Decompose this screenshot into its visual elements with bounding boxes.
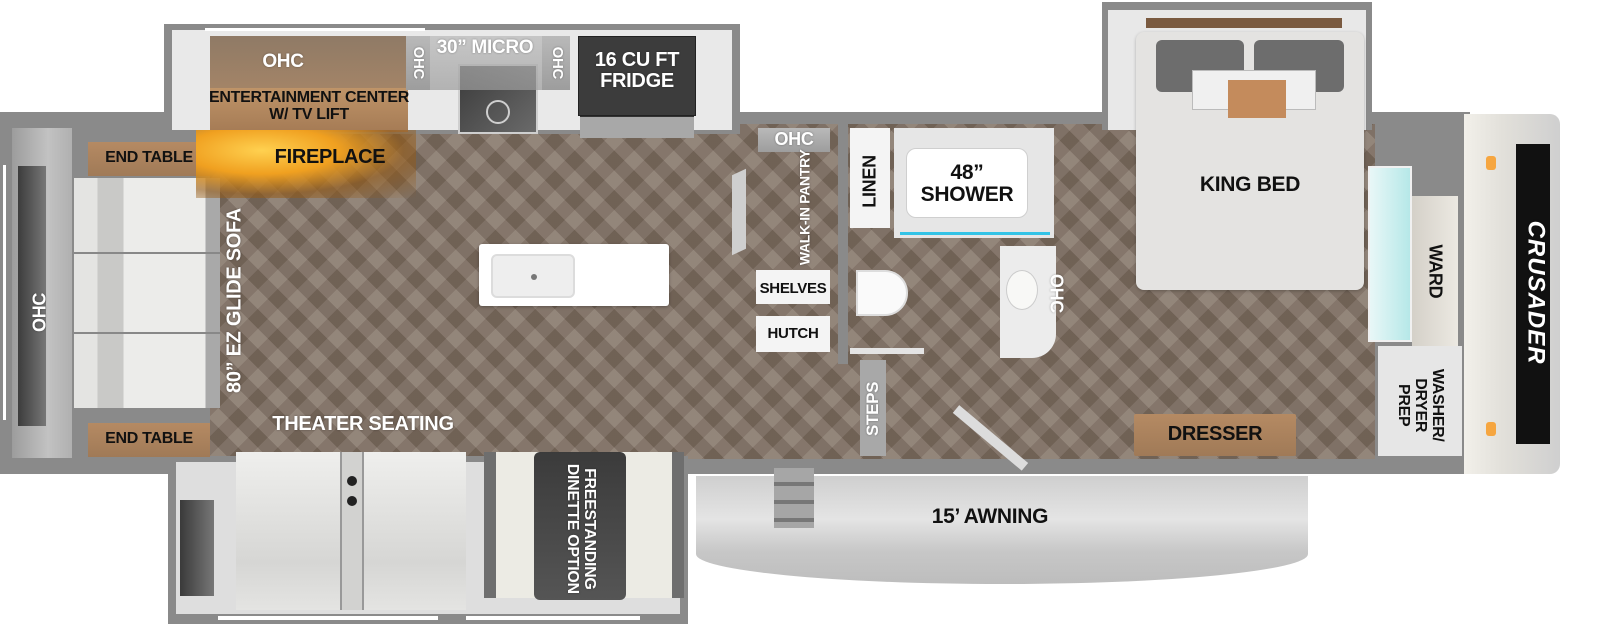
shower-pan [906, 148, 1028, 218]
linen-cabinet [850, 128, 890, 228]
lavatory-sink-icon [1006, 270, 1038, 310]
rear-ohc-label: OHC [29, 292, 50, 333]
cupholder-icon [347, 476, 357, 486]
end-table-top [88, 142, 210, 176]
rear-window-trim [3, 165, 6, 420]
end-table-top-label: END TABLE [105, 149, 193, 166]
window-kitchen [205, 28, 425, 31]
bath-door [850, 348, 924, 354]
shower-door [900, 232, 1050, 235]
theater-window [180, 500, 214, 596]
pantry-door [732, 168, 746, 256]
shelves [756, 270, 830, 304]
bath-ohc-label: OHC [1046, 273, 1067, 313]
shower-label: 48” SHOWER [920, 161, 1014, 207]
marker-light-icon [1486, 156, 1496, 170]
end-table-bottom [88, 423, 210, 457]
ohc-left-of-micro [406, 36, 430, 90]
steps-strip [860, 360, 886, 456]
midsection-ohc-label: OHC [774, 129, 814, 149]
microwave-label: 30” MICRO [436, 37, 534, 58]
drain-icon [531, 274, 537, 280]
wardrobe [1412, 196, 1458, 346]
ohc-right-of-micro-label: OHC [548, 46, 566, 80]
front-cap [1464, 114, 1560, 474]
dresser [1134, 414, 1296, 456]
burner-icon [486, 100, 510, 124]
linen-label: LINEN [859, 155, 880, 208]
theater-seating-label: THEATER SEATING [272, 413, 454, 435]
wardrobe-label: WARD [1425, 244, 1446, 299]
kitchen-island [479, 244, 669, 306]
rear-ohc-cabinet: OHC [12, 128, 72, 458]
dresser-label: DRESSER [1167, 423, 1263, 445]
washer-dryer-prep [1378, 346, 1462, 456]
ohc-main-label: OHC [262, 51, 304, 72]
bath-wall [838, 124, 848, 364]
shelves-label: SHELVES [759, 280, 827, 297]
headboard [1146, 18, 1342, 28]
fridge [578, 36, 696, 116]
king-bed-label: KING BED [1199, 173, 1301, 196]
end-table-bottom-label: END TABLE [105, 430, 193, 447]
ohc-main-cabinet [210, 36, 406, 88]
sink-icon [491, 254, 575, 298]
hutch [756, 316, 830, 352]
pantry-label: WALK-IN PANTRY [796, 149, 813, 266]
entertainment-center [210, 88, 408, 132]
fridge-label: 16 CU FT FRIDGE [594, 49, 680, 92]
logo-panel [1516, 144, 1550, 444]
theater-seating [236, 452, 466, 610]
wardrobe-doors [1368, 166, 1412, 342]
entry-steps-icon [774, 468, 814, 528]
marker-light-icon [1486, 422, 1496, 436]
king-bed [1136, 32, 1364, 290]
steps-label: STEPS [863, 381, 883, 437]
fireplace-glow [196, 130, 416, 198]
entertainment-center-label: ENTERTAINMENT CENTER W/ TV LIFT [209, 89, 409, 123]
washer-dryer-label: WASHER/ DRYER PREP [1395, 368, 1447, 442]
ez-glide-sofa [74, 178, 220, 408]
hutch-label: HUTCH [767, 325, 819, 342]
accent-pillow-icon [1228, 80, 1286, 118]
toilet [856, 270, 908, 316]
console [340, 452, 364, 610]
sofa-seam [74, 332, 220, 334]
crusader-logo: CRUSADER [1522, 220, 1550, 365]
ohc-right-of-micro [542, 36, 570, 90]
fireplace-label: FIREPLACE [274, 146, 386, 168]
sofa-label: 80” EZ GLIDE SOFA [223, 208, 246, 393]
window-theater [218, 616, 438, 620]
cupholder-icon [347, 496, 357, 506]
microwave [430, 36, 542, 90]
sofa-seam [74, 252, 220, 254]
fridge-doors [580, 116, 694, 138]
shower-stall [894, 128, 1054, 238]
midsection-ohc [758, 128, 830, 152]
dinette-table [534, 452, 626, 600]
window-dinette [466, 616, 640, 620]
dinette-label: FREESTANDING DINETTE OPTION [564, 463, 598, 594]
rear-window [18, 166, 46, 426]
awning-label: 15’ AWNING [931, 505, 1049, 528]
bath-vanity [1000, 246, 1056, 358]
